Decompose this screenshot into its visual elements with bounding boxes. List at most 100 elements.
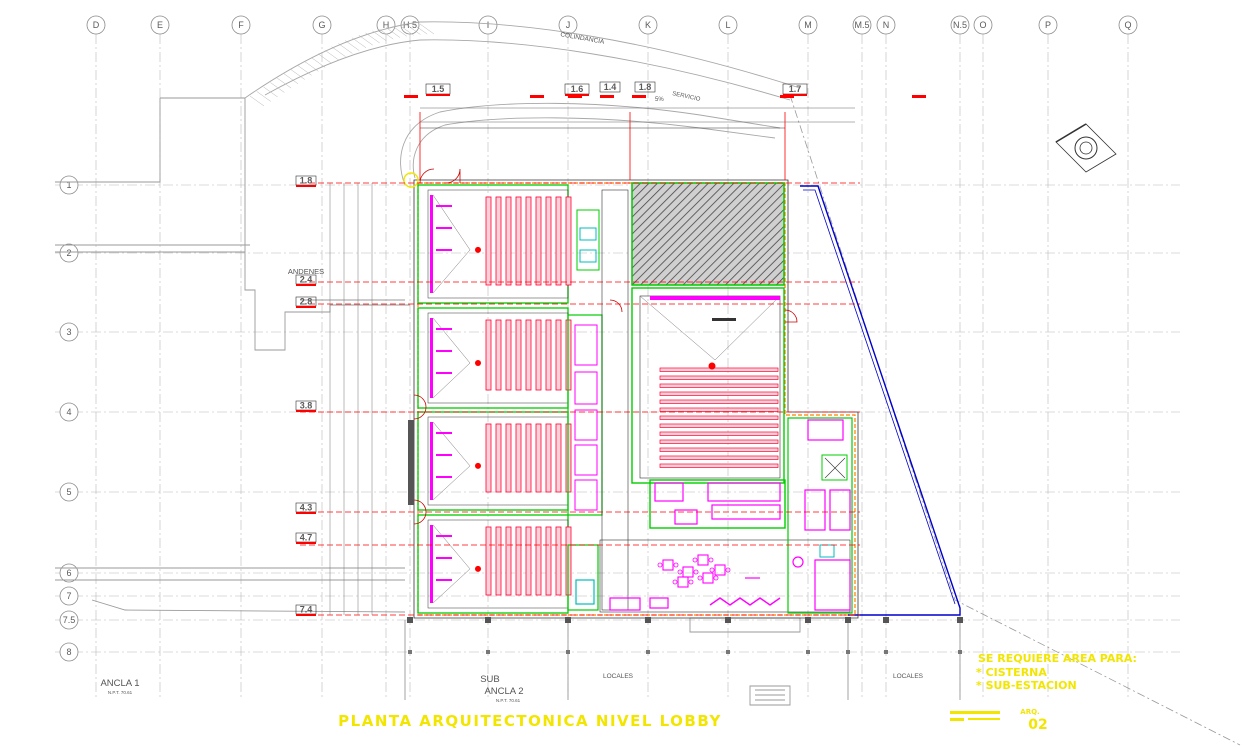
servicio-label: SERVICIO [672,91,702,103]
sub-axis-tag: 1.6 [564,83,590,96]
cinema-hall [417,184,572,304]
grid-bubble-k: K [638,15,658,35]
site-boundary [789,94,1241,746]
svg-text:1.8: 1.8 [639,82,652,92]
svg-text:M: M [804,20,812,30]
grid-bubble-m-5: M.5 [852,15,872,35]
grid-bubble-p: P [1038,15,1058,35]
sub-axis-tag: 1.7 [782,83,808,96]
neighbor-outlines [55,97,961,706]
svg-text:D: D [93,20,100,30]
svg-text:J: J [566,20,571,30]
sheet-number-block: ARQ. 02 [950,708,1048,733]
svg-text:E: E [157,20,163,30]
servicio-pct-label: 5% [655,97,664,103]
grid-bubble-m: M [798,15,818,35]
svg-text:7: 7 [66,591,71,601]
grid-bubble-d: D [86,15,106,35]
ancla-1-label: ANCLA 1 [100,678,139,689]
svg-text:7.5: 7.5 [63,615,76,625]
grid-bubble-row-5: 5 [59,482,79,502]
bottom-structural-columns [407,617,963,654]
sub-axis-tag: 7.4 [295,605,317,616]
ancla-2-label: ANCLA 2 [484,686,523,697]
svg-text:N: N [883,20,890,30]
grid-bubble-row-3: 3 [59,322,79,342]
ramp-element [408,420,414,505]
ancla-1-npt: N.P.T. 70.61 [108,690,133,695]
sub-label: SUB [480,674,500,685]
drawing-title: PLANTA ARQUITECTONICA NIVEL LOBBY [338,712,722,730]
grid-bubble-q: Q [1118,15,1138,35]
grid-bubble-row-2: 2 [59,243,79,263]
svg-text:O: O [979,20,986,30]
lobby-area [599,479,851,613]
column-grid-bubbles: D E F G H H.5 I J K L M M.5 N N.5 O P Q [86,15,1138,35]
svg-text:M.5: M.5 [854,20,869,30]
grid-bubble-row-4: 4 [59,402,79,422]
sub-axis-tag: 3.8 [295,401,317,412]
road-hatch-lines [249,23,435,107]
grid-bubble-row-7-5: 7.5 [59,610,79,630]
grid-bubble-f: F [231,15,251,35]
row-axis-lines [55,184,1180,653]
sub-axis-tag: 1.4 [599,81,621,93]
sheet-number: 02 [1028,717,1047,733]
note-required-area: SE REQUIERE AREA PARA: [978,652,1137,665]
svg-text:1.6: 1.6 [571,84,584,94]
svg-text:8: 8 [66,647,71,657]
svg-text:2.8: 2.8 [300,297,313,307]
svg-text:Q: Q [1124,20,1131,30]
svg-text:N.5: N.5 [953,20,967,30]
locales-label-1: LOCALES [603,673,634,680]
svg-text:H.5: H.5 [403,20,417,30]
sub-axis-tag: 1.5 [425,83,451,96]
sub-axis-tag: 1.8 [295,176,317,187]
grid-bubble-n: N [876,15,896,35]
svg-text:K: K [645,20,651,30]
svg-text:1.5: 1.5 [432,84,445,94]
cinema-hall [417,514,572,614]
cinema-hall [417,411,572,511]
svg-text:6: 6 [66,568,71,578]
svg-text:1: 1 [66,180,71,190]
andenes-label: ANDENES [288,267,324,276]
grid-bubble-h: H [376,15,396,35]
lobby-tables [657,554,731,588]
sub-axis-tag: 1.8 [634,81,656,93]
svg-text:F: F [238,20,244,30]
grid-bubble-row-1: 1 [59,175,79,195]
sub-axis-tags: 1.8 2.4 2.8 3.8 4.3 4.7 7.4 1.5 1.6 1.7 1.4 1.8 [295,81,926,616]
cinema-halls [417,184,572,614]
note-sub-estacion: * SUB-ESTACION [976,679,1077,692]
column-marker [403,172,419,188]
grid-bubble-e: E [150,15,170,35]
column-axis-lines [95,34,1129,700]
note-cisterna: * CISTERNA [976,666,1047,679]
north-arrow-icon [1055,123,1117,173]
hatched-restricted-area [631,182,785,286]
svg-text:4.7: 4.7 [300,533,313,543]
svg-text:5: 5 [66,487,71,497]
svg-text:1.7: 1.7 [789,84,802,94]
row-grid-bubbles: 1 2 3 4 5 6 7 7.5 8 [59,175,79,662]
sub-axis-tag: 4.3 [295,503,317,514]
svg-text:3: 3 [66,327,71,337]
grid-bubble-g: G [312,15,332,35]
svg-text:P: P [1045,20,1051,30]
svg-text:2: 2 [66,248,71,258]
access-road [244,21,801,186]
svg-text:L: L [725,20,730,30]
svg-text:I: I [487,20,490,30]
svg-text:7.4: 7.4 [300,605,313,615]
svg-text:2.4: 2.4 [300,275,313,285]
cinema-hall [417,307,572,409]
svg-text:1.8: 1.8 [300,176,313,186]
service-core [567,189,629,611]
svg-text:1.4: 1.4 [604,82,617,92]
sheet-prefix: ARQ. [1020,708,1039,716]
grid-bubble-row-8: 8 [59,642,79,662]
colindancia-label: COLINDANCIA [560,31,606,46]
grid-bubble-i: I [478,15,498,35]
